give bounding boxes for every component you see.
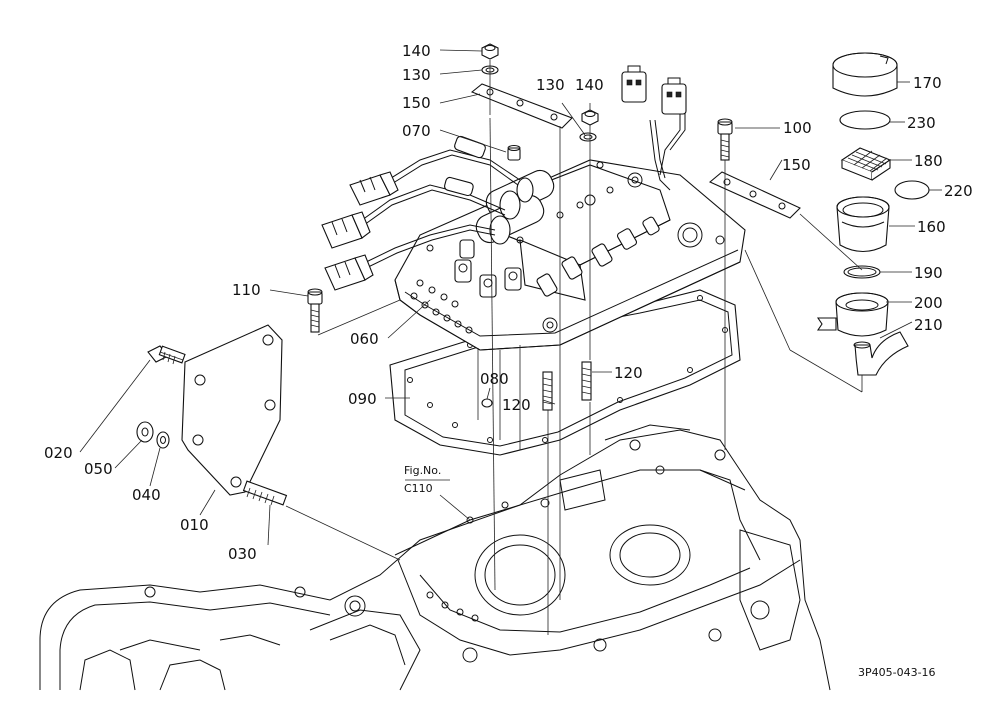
callout-130-mid: 130 xyxy=(536,76,565,94)
filter-180 xyxy=(840,147,892,181)
washer-130-mid xyxy=(579,132,597,142)
callout-150-top: 150 xyxy=(402,94,431,112)
connector-left-3 xyxy=(324,254,374,291)
disc-220 xyxy=(894,180,930,200)
assembly-lines xyxy=(159,60,863,635)
figure-reference: Fig.No. C110 xyxy=(404,464,471,521)
callout-160: 160 xyxy=(917,218,946,236)
stud-120-left xyxy=(542,371,553,411)
callout-210: 210 xyxy=(914,316,943,334)
callout-120-left: 120 xyxy=(502,396,531,414)
plug-070 xyxy=(507,145,521,161)
figure-ref-line1: Fig.No. xyxy=(404,464,441,477)
housing-200 xyxy=(816,292,889,337)
transmission-case xyxy=(39,424,831,691)
callout-140-mid: 140 xyxy=(575,76,604,94)
hose-210 xyxy=(853,331,909,376)
bolt-110 xyxy=(307,288,323,333)
cover-plate-010 xyxy=(181,324,283,496)
callout-190: 190 xyxy=(914,264,943,282)
callout-200: 200 xyxy=(914,294,943,312)
plate-150-right xyxy=(708,171,801,219)
nut-140-mid xyxy=(581,109,599,126)
callout-090: 090 xyxy=(348,390,377,408)
cup-160 xyxy=(836,196,890,253)
stud-030 xyxy=(242,480,288,506)
gasket-230 xyxy=(839,110,891,130)
lockwasher-040 xyxy=(156,431,170,449)
oring-080 xyxy=(481,398,493,408)
callout-110: 110 xyxy=(232,281,261,299)
connector-top xyxy=(621,65,687,115)
callout-040: 040 xyxy=(132,486,161,504)
callout-070: 070 xyxy=(402,122,431,140)
connector-left-2 xyxy=(321,211,371,249)
callout-130-top: 130 xyxy=(402,66,431,84)
cap-170 xyxy=(832,52,898,97)
callout-100: 100 xyxy=(783,119,812,137)
nut-140-top xyxy=(481,43,499,60)
callout-230: 230 xyxy=(907,114,936,132)
callout-060: 060 xyxy=(350,330,379,348)
oring-190 xyxy=(843,265,881,279)
callout-150-right: 150 xyxy=(782,156,811,174)
bolt-100 xyxy=(717,118,733,161)
callout-120-right: 120 xyxy=(614,364,643,382)
callout-010: 010 xyxy=(180,516,209,534)
leader-lines xyxy=(79,49,942,546)
valve-fittings xyxy=(454,216,660,298)
callout-170: 170 xyxy=(913,74,942,92)
connector-left-1 xyxy=(349,171,399,206)
callout-140-top: 140 xyxy=(402,42,431,60)
callout-labels: 140 130 150 070 130 140 100 150 170 230 … xyxy=(44,42,973,563)
callout-220: 220 xyxy=(944,182,973,200)
valve-block xyxy=(454,164,671,301)
bolt-020 xyxy=(147,345,186,365)
wiring-harness xyxy=(354,100,686,271)
washer-050 xyxy=(136,421,154,443)
callout-020: 020 xyxy=(44,444,73,462)
stud-120-right xyxy=(581,361,592,401)
callout-080: 080 xyxy=(480,370,509,388)
drawing-code: 3P405-043-16 xyxy=(858,666,936,679)
callout-050: 050 xyxy=(84,460,113,478)
figure-ref-line2: C110 xyxy=(404,482,433,495)
callout-030: 030 xyxy=(228,545,257,563)
callout-180: 180 xyxy=(914,152,943,170)
